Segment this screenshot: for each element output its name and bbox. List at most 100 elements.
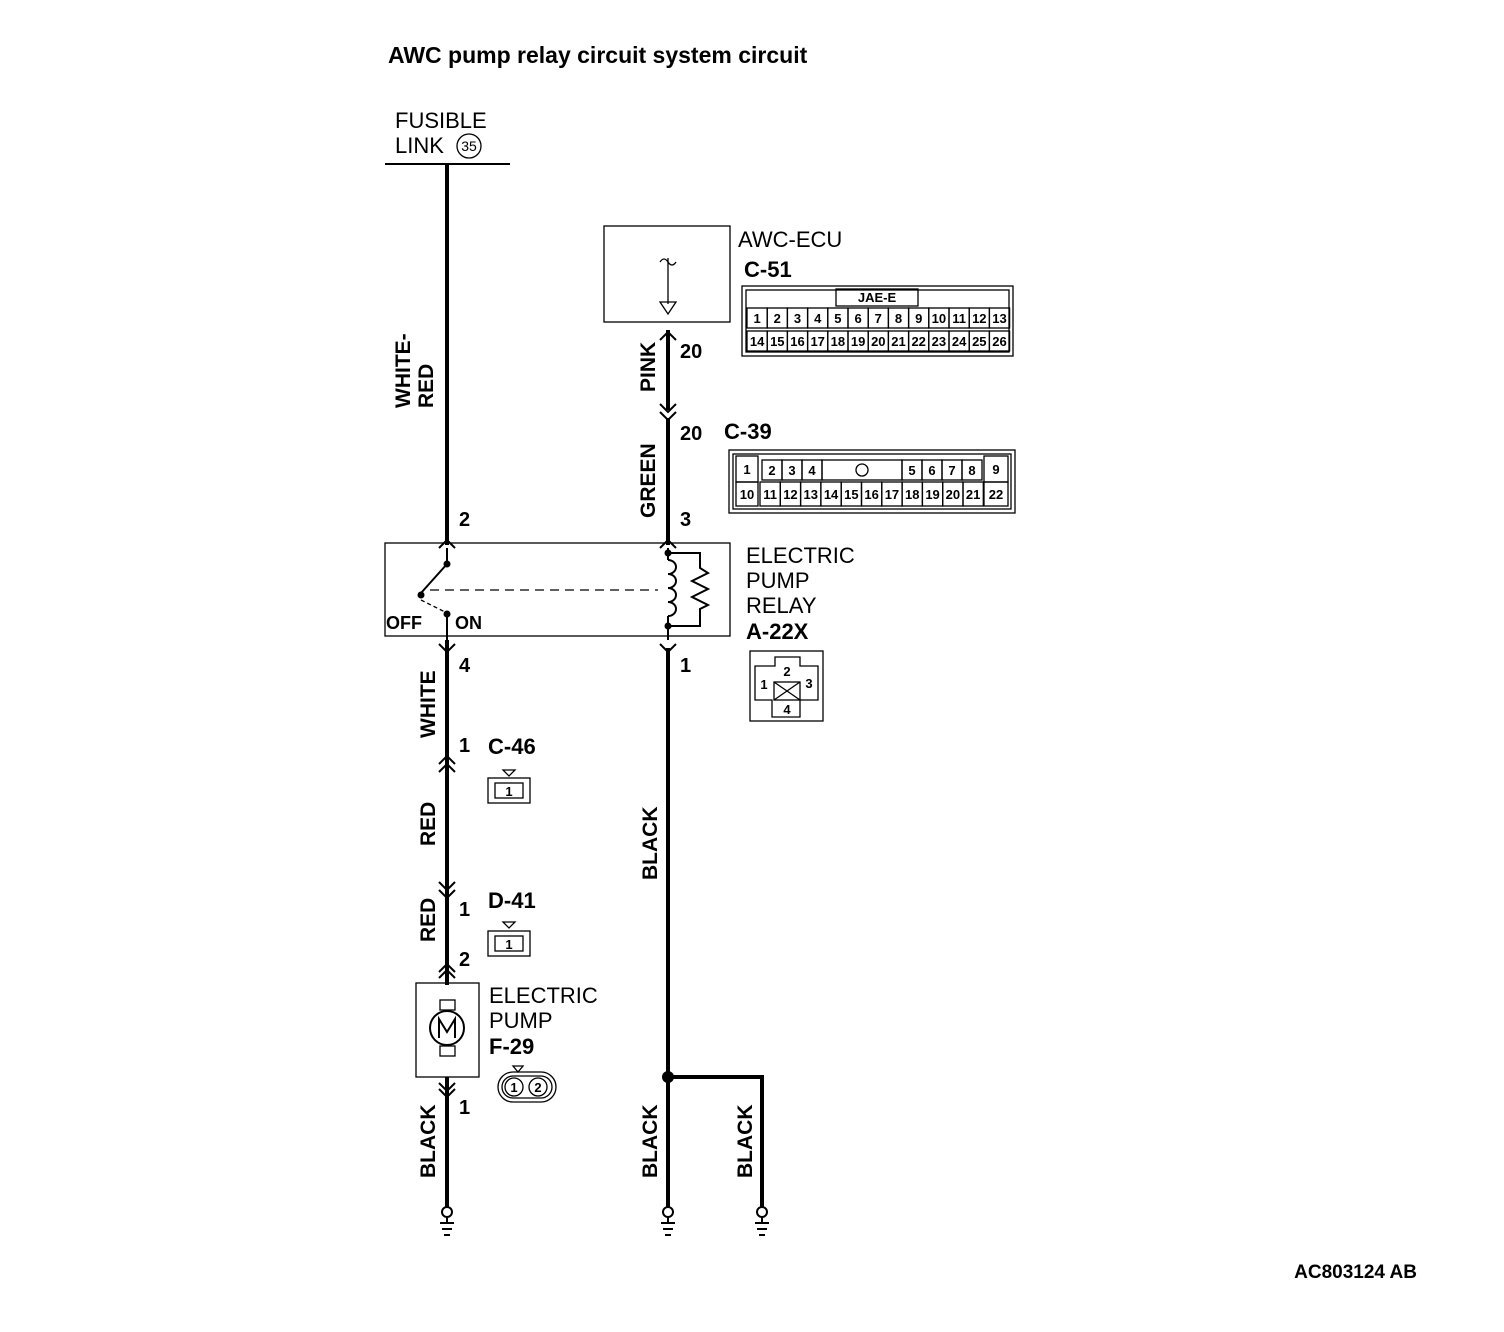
svg-text:1: 1 <box>505 784 512 799</box>
wire-label-white: WHITE <box>417 670 440 738</box>
c39-pin-4-label: 4 <box>808 463 816 478</box>
pin-c39-20: 20 <box>680 423 702 445</box>
relay-switch-arm <box>420 563 448 594</box>
relay-box <box>384 542 731 637</box>
ground-icon-center <box>661 1206 675 1236</box>
ground-icon-right <box>755 1206 769 1236</box>
awc-ecu: AWC-ECU C-51 <box>603 225 842 323</box>
c51-pin-7-label: 7 <box>875 311 882 326</box>
c51-pin-13-cell <box>988 307 1011 329</box>
c39-key <box>821 459 903 481</box>
c39-pin-8-cell <box>961 459 983 481</box>
c51-pin-15-label: 15 <box>770 334 784 349</box>
c51-pin-23-label: 23 <box>932 334 946 349</box>
wire-label-pink: PINK <box>637 342 660 392</box>
wire-label-white-red-1: WHITE- <box>392 333 415 408</box>
relay-name-2: PUMP <box>746 568 810 593</box>
fusible-link-number-circle <box>456 133 482 159</box>
ecu-output-symbol <box>659 258 677 266</box>
wire-label-black-c: BLACK <box>639 1105 662 1179</box>
wire-label-black-a: BLACK <box>417 1105 440 1179</box>
c51-pin-1-label: 1 <box>753 311 760 326</box>
c51-key-label: JAE-E <box>858 290 897 305</box>
c39-pin-22-label: 22 <box>989 487 1003 502</box>
c46-connector-id: C-46 <box>488 734 536 759</box>
pin-relay-1: 1 <box>680 655 691 677</box>
a22x-connector-face: 2 1 3 4 <box>749 650 824 722</box>
c39-pin-20-label: 20 <box>946 487 960 502</box>
c51-pin-26-cell <box>988 330 1011 352</box>
c39-pin-6-label: 6 <box>928 463 935 478</box>
c39-key-hole <box>855 463 869 477</box>
c51-pin-6-label: 6 <box>854 311 861 326</box>
pin-relay-3: 3 <box>680 509 691 531</box>
c39-pin-12-label: 12 <box>783 487 797 502</box>
c51-pin-3-label: 3 <box>794 311 801 326</box>
pump-name-1: ELECTRIC <box>489 983 598 1008</box>
c39-pin-3-label: 3 <box>788 463 795 478</box>
svg-text:1: 1 <box>510 1080 517 1095</box>
svg-text:4: 4 <box>783 702 791 717</box>
relay-name-1: ELECTRIC <box>746 543 855 568</box>
c51-pin-14-label: 14 <box>750 334 765 349</box>
relay-name-3: RELAY <box>746 593 817 618</box>
svg-text:3: 3 <box>805 676 812 691</box>
c51-pin-11-label: 11 <box>952 311 966 326</box>
c51-key-label-box <box>835 288 919 307</box>
c39-pin-8-label: 8 <box>968 463 975 478</box>
c51-pin-24-label: 24 <box>952 334 967 349</box>
wire-label-black-b: BLACK <box>639 807 662 881</box>
diagram-title: AWC pump relay circuit system circuit <box>388 42 808 68</box>
c51-pin-21-label: 21 <box>891 334 905 349</box>
pin-d41-1: 1 <box>459 899 470 921</box>
d41-connector-id: D-41 <box>488 888 536 913</box>
relay-resistor <box>668 552 711 627</box>
fusible-link: FUSIBLE LINK 35 <box>385 108 510 165</box>
c39-pin-10-label: 10 <box>740 487 754 502</box>
wire-label-red-a: RED <box>417 802 440 846</box>
c39-pin-19-label: 19 <box>925 487 939 502</box>
ecu-name: AWC-ECU <box>738 227 842 252</box>
relay-off-label: OFF <box>386 613 422 633</box>
connector-mark-relay-3 <box>659 538 677 549</box>
svg-text:2: 2 <box>534 1080 541 1095</box>
c39-pin-22-cell <box>983 481 1009 507</box>
pump-connector-id: F-29 <box>489 1034 534 1059</box>
c39-pin-21-label: 21 <box>966 487 980 502</box>
fusible-link-number: 35 <box>461 138 477 154</box>
c51-pin-18-label: 18 <box>831 334 845 349</box>
c39-pin-2-label: 2 <box>768 463 775 478</box>
svg-text:2: 2 <box>783 664 790 679</box>
connector-mark-relay-2 <box>438 538 456 549</box>
ground-icon-left <box>440 1206 454 1236</box>
c51-pin-16-label: 16 <box>790 334 804 349</box>
c39-pin-13-label: 13 <box>804 487 818 502</box>
c39-pin-16-label: 16 <box>864 487 878 502</box>
connector-mark-ecu-20 <box>659 330 677 341</box>
pin-pump-2: 2 <box>459 949 470 971</box>
relay-contact-off <box>417 591 425 599</box>
f29-connector-face: 1 2 <box>497 1065 557 1103</box>
connector-mark-c39-20a <box>659 403 677 414</box>
c39-pin-15-label: 15 <box>844 487 858 502</box>
c51-pin-17-label: 17 <box>810 334 824 349</box>
wire-black-d <box>668 1075 764 1208</box>
c39-pin-14-label: 14 <box>824 487 839 502</box>
ecu-box <box>603 225 731 323</box>
wire-label-white-red-2: RED <box>415 364 438 408</box>
c51-pin-10-label: 10 <box>932 311 946 326</box>
c51-pin-25-label: 25 <box>972 334 986 349</box>
c51-pin-4-label: 4 <box>814 311 822 326</box>
c46-connector-face: 1 <box>487 769 531 804</box>
c51-pin-22-label: 22 <box>911 334 925 349</box>
connector-mark-c39-20b <box>659 411 677 422</box>
relay-connector-id: A-22X <box>746 619 809 644</box>
c39-pin-17-label: 17 <box>885 487 899 502</box>
pin-ecu-20: 20 <box>680 341 702 363</box>
relay-on-label: ON <box>455 613 482 633</box>
c39-pin-9-label: 9 <box>992 462 999 477</box>
svg-text:1: 1 <box>505 937 512 952</box>
